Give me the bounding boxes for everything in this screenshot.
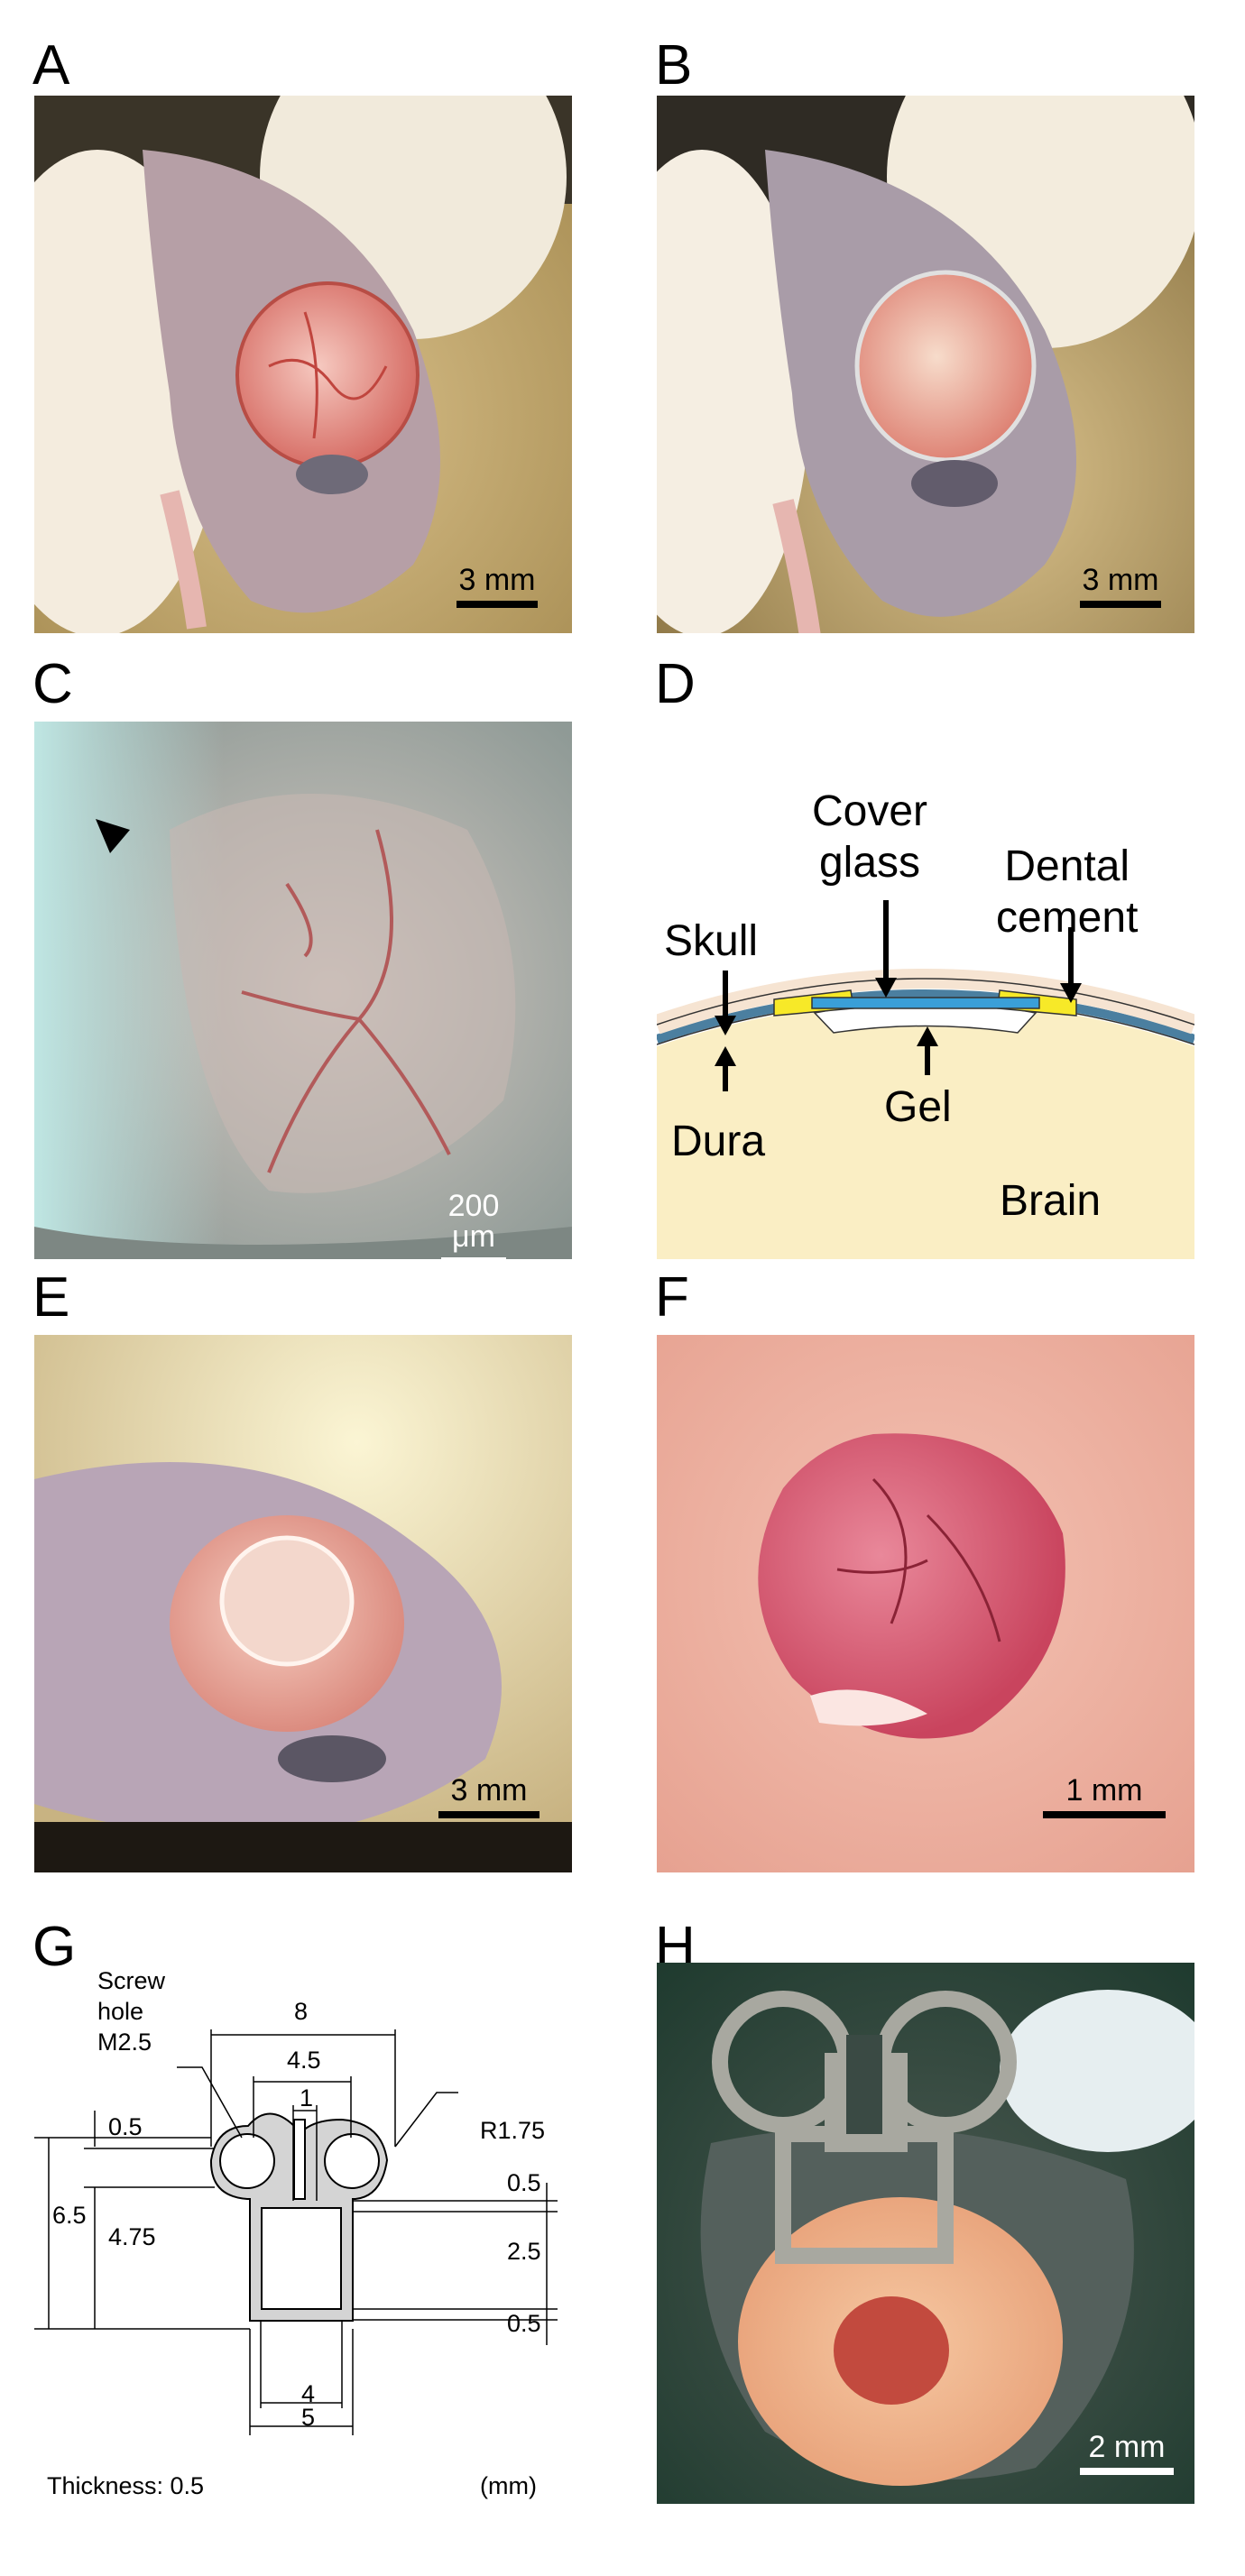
panel-label-c: C <box>32 653 73 715</box>
brain-region <box>657 1001 1194 1259</box>
dim-2-5: 2.5 <box>507 2238 541 2265</box>
scalebar-h: 2 mm <box>1079 2432 1175 2475</box>
panel-label-b: B <box>655 34 693 97</box>
scalebar-c-bar <box>441 1257 506 1265</box>
dim-6-5: 6.5 <box>52 2202 87 2229</box>
dim-r1-75: R1.75 <box>480 2117 546 2144</box>
photo-c-vasculature <box>34 722 572 1259</box>
scalebar-a: 3 mm <box>456 565 539 608</box>
dim-0-5-top: 0.5 <box>108 2113 143 2140</box>
label-dura: Dura <box>671 1118 766 1165</box>
dim-5: 5 <box>301 2404 316 2431</box>
screw-hole-left <box>219 2133 275 2189</box>
scalebar-b-label: 3 mm <box>1082 563 1159 597</box>
scalebar-f: 1 mm <box>1041 1775 1167 1818</box>
scalebar-a-bar <box>456 601 538 608</box>
scalebar-b: 3 mm <box>1079 565 1162 608</box>
dim-4: 4 <box>301 2380 316 2407</box>
photo-f-window-closeup <box>657 1335 1194 1872</box>
scalebar-h-label: 2 mm <box>1088 2430 1166 2464</box>
photo-h-head-plate-mounted <box>657 1963 1194 2504</box>
scalebar-c-label: 200 μm <box>447 1189 500 1254</box>
photo-a-craniotomy <box>34 96 572 633</box>
scalebar-f-bar <box>1043 1811 1166 1818</box>
scalebar-b-bar <box>1080 601 1161 608</box>
dim-4-5: 4.5 <box>287 2047 321 2074</box>
label-gel: Gel <box>884 1083 952 1131</box>
scalebar-e-label: 3 mm <box>450 1773 528 1808</box>
dim-8: 8 <box>294 1998 309 2025</box>
screw-hole-right <box>324 2133 380 2189</box>
schematic-d-cranial-window <box>657 722 1194 1259</box>
photo-e-implanted-window <box>34 1335 572 1872</box>
dim-0-5-right-bottom: 0.5 <box>507 2310 541 2337</box>
panel-label-f: F <box>655 1266 689 1329</box>
scalebar-a-label: 3 mm <box>458 563 536 597</box>
dim-0-5-right-top: 0.5 <box>507 2169 541 2196</box>
dim-1: 1 <box>300 2084 314 2111</box>
label-screw-hole: Screw hole M2.5 <box>97 1967 166 2056</box>
scalebar-e: 3 mm <box>438 1775 540 1818</box>
label-dental-cement: Dental cement <box>996 842 1139 942</box>
panel-label-d: D <box>655 653 696 715</box>
panel-label-a: A <box>32 34 70 97</box>
scalebar-e-bar <box>438 1811 540 1818</box>
cover-glass <box>811 997 1040 1009</box>
dim-4-75: 4.75 <box>108 2223 156 2250</box>
scalebar-h-bar <box>1080 2468 1174 2475</box>
label-thickness: Thickness: 0.5 <box>47 2472 205 2499</box>
panel-label-g: G <box>32 1916 77 1978</box>
drawing-g-head-plate <box>34 1957 612 2498</box>
label-brain: Brain <box>1000 1177 1102 1225</box>
photo-b-coverglass <box>657 96 1194 633</box>
scalebar-c: 200 μm <box>424 1191 523 1265</box>
scalebar-f-label: 1 mm <box>1065 1773 1143 1808</box>
label-cover-glass: Cover glass <box>812 787 928 887</box>
panel-label-e: E <box>32 1266 70 1329</box>
arrowhead-marker <box>96 819 130 853</box>
label-skull: Skull <box>664 917 759 965</box>
label-unit-mm: (mm) <box>480 2472 537 2499</box>
